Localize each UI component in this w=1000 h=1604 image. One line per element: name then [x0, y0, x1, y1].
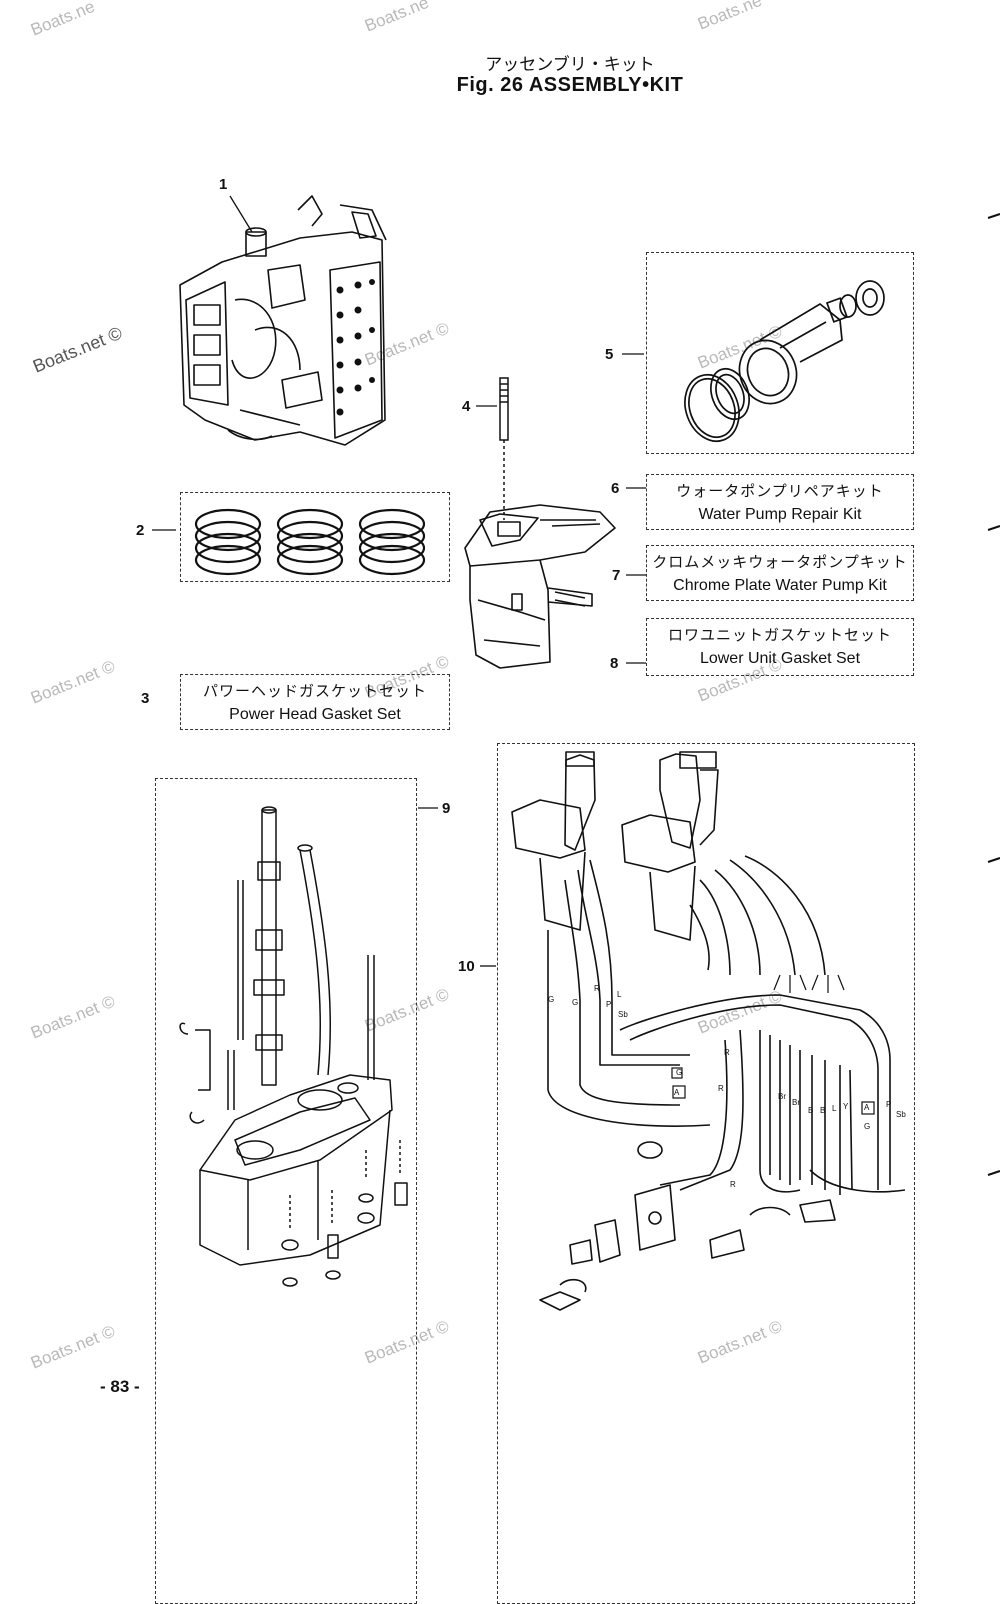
- lower-unit-illustration: [464, 504, 616, 669]
- piston-rings-box: [180, 492, 450, 582]
- wire-label: R: [594, 984, 600, 993]
- callout-8-leader: [626, 662, 646, 664]
- callout-10: 10: [458, 958, 475, 975]
- wire-label: Y: [843, 1102, 849, 1111]
- water-pump-repair-kit-box: ウォータポンプリペアキット Water Pump Repair Kit: [646, 474, 914, 530]
- callout-5: 5: [605, 346, 614, 363]
- water-pump-illustration: [684, 280, 885, 443]
- wire-label: G: [864, 1122, 871, 1131]
- wire-label: Br: [792, 1098, 800, 1107]
- wire-label: Sb: [618, 1010, 628, 1019]
- wire-label: G: [572, 998, 579, 1007]
- lower-unit-gasket-kit-box: ロワユニットガスケットセット Lower Unit Gasket Set: [646, 618, 914, 676]
- powerhead-illustration: [179, 195, 387, 446]
- wire-label: R: [724, 1048, 730, 1057]
- wire-label: Sb: [896, 1110, 906, 1119]
- wire-label: B: [808, 1106, 814, 1115]
- wire-label: Br: [778, 1092, 786, 1101]
- callout-9-leader: [418, 807, 438, 809]
- page-edge-marks: [987, 213, 1000, 1176]
- water-pump-leader: [622, 353, 644, 355]
- callout-7-leader: [626, 574, 646, 576]
- kit-name-japanese: パワーヘッドガスケットセット: [202, 682, 427, 700]
- wire-label: B: [820, 1106, 826, 1115]
- callout-6-leader: [626, 487, 646, 489]
- kit-name-japanese: ロワユニットガスケットセット: [667, 626, 892, 644]
- callout-2: 2: [136, 522, 145, 539]
- kit-name: Lower Unit Gasket Set: [699, 650, 861, 667]
- piston-rings-sets: [194, 508, 426, 576]
- callout-10-leader: [480, 965, 496, 967]
- page-number: - 83 -: [100, 1377, 140, 1396]
- kit-name: Water Pump Repair Kit: [698, 506, 862, 523]
- piston-rings-illustration: [152, 529, 176, 531]
- power-head-gasket-kit-box: パワーヘッドガスケットセット Power Head Gasket Set: [180, 674, 450, 730]
- kit-name-japanese: ウォータポンプリペアキット: [676, 482, 884, 500]
- callout-4: 4: [462, 398, 471, 415]
- figure-title: Fig. 26 ASSEMBLY•KIT: [456, 74, 684, 96]
- wire-label: G: [548, 995, 555, 1004]
- wire-label: P: [606, 1000, 612, 1009]
- wire-label: R: [730, 1180, 736, 1189]
- figure-title-japanese: アッセンブリ・キット: [485, 55, 655, 75]
- callout-1: 1: [219, 176, 228, 193]
- wire-label: L: [617, 990, 622, 999]
- remote-control-illustration: [511, 751, 906, 1311]
- callout-6: 6: [611, 480, 620, 497]
- callout-3: 3: [141, 690, 150, 707]
- wire-label: A: [864, 1103, 870, 1112]
- wire-label: L: [832, 1104, 837, 1113]
- wire-label: A: [674, 1088, 680, 1097]
- callout-7: 7: [612, 567, 621, 584]
- stud-illustration: [476, 377, 509, 520]
- chrome-plate-water-pump-kit-box: クロムメッキウォータポンプキット Chrome Plate Water Pump…: [646, 545, 914, 601]
- driveshaft-housing-illustration: [179, 806, 408, 1287]
- kit-name-japanese: クロムメッキウォータポンプキット: [652, 553, 908, 571]
- kit-name: Chrome Plate Water Pump Kit: [673, 577, 887, 594]
- wire-label: R: [718, 1084, 724, 1093]
- kit-name: Power Head Gasket Set: [229, 706, 401, 723]
- wire-label: P: [886, 1100, 892, 1109]
- wire-label: G: [676, 1068, 683, 1077]
- callout-9: 9: [442, 800, 451, 817]
- callout-8: 8: [610, 655, 619, 672]
- water-pump-box: [646, 252, 914, 454]
